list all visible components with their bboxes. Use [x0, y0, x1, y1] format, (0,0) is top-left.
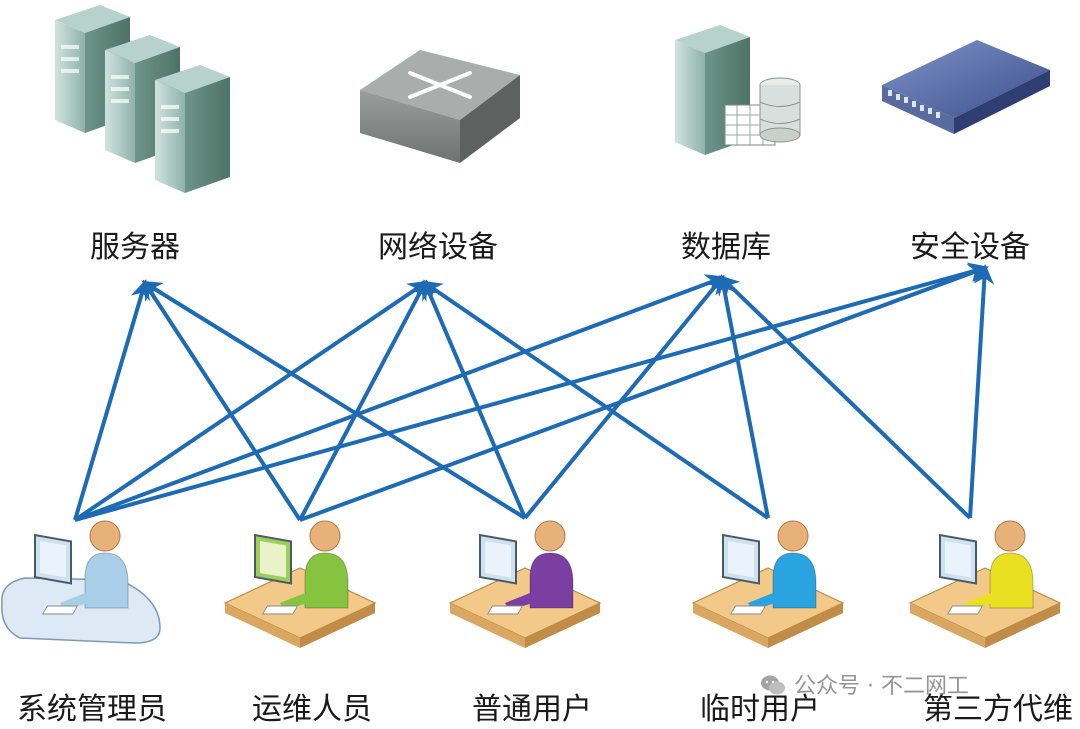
- security-appliance-icon: [882, 40, 1050, 134]
- arrow-sysadmin-to-database: [74, 274, 726, 522]
- wechat-icon: [761, 675, 785, 695]
- arrow-normal-to-server: [141, 280, 527, 520]
- arrow-ops-to-network: [298, 279, 427, 521]
- arrow-normal-to-network: [422, 279, 527, 519]
- user-label-temp: 临时用户: [700, 692, 820, 727]
- admin-workstation-icon: [1, 520, 161, 644]
- normal-user-workstation-icon: [448, 520, 602, 648]
- resource-label-network: 网络设备: [378, 230, 498, 265]
- watermark-text: 公众号 · 不二网工: [794, 674, 969, 699]
- arrow-temp-to-network: [421, 280, 770, 520]
- ops-workstation-icon: [223, 520, 377, 648]
- user-label-normal: 普通用户: [472, 692, 592, 727]
- arrow-ops-to-server: [142, 279, 302, 522]
- network-switch-icon: [360, 50, 520, 163]
- resource-label-server: 服务器: [90, 230, 180, 265]
- thirdparty-workstation-icon: [908, 520, 1062, 648]
- arrow-sysadmin-to-server: [73, 279, 151, 521]
- arrow-ops-to-security: [299, 264, 989, 522]
- watermark: 公众号 · 不二网工: [760, 668, 969, 700]
- arrow-normal-to-database: [523, 274, 725, 520]
- connection-arrows: [73, 262, 995, 522]
- resource-label-database: 数据库: [681, 230, 771, 265]
- database-server-icon: [675, 25, 801, 155]
- arrow-thirdparty-to-database: [719, 275, 972, 520]
- user-label-sysadmin: 系统管理员: [17, 692, 167, 727]
- user-label-ops: 运维人员: [252, 692, 372, 727]
- arrow-thirdparty-to-security: [968, 264, 995, 519]
- user-icons: [1, 520, 1062, 648]
- arrow-temp-to-database: [715, 274, 770, 519]
- temp-user-workstation-icon: [691, 520, 845, 648]
- resource-label-security: 安全设备: [910, 230, 1030, 265]
- arrow-sysadmin-to-network: [73, 280, 429, 522]
- user-label-thirdparty: 第三方代维: [923, 692, 1073, 727]
- server-rack-icon: [55, 5, 230, 193]
- arrow-sysadmin-to-security: [74, 262, 989, 522]
